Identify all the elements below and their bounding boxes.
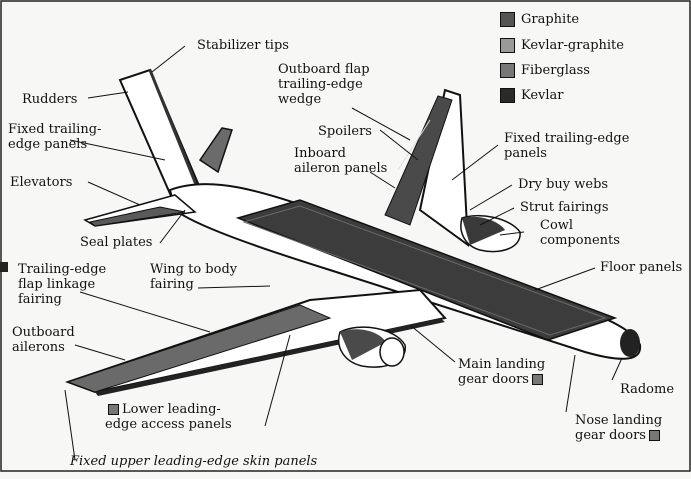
legend-graphite: Graphite	[500, 12, 579, 27]
label-fixed-te-panels-left: Fixed trailing- edge panels	[8, 122, 102, 152]
near-engine-inlet	[379, 337, 405, 367]
leader-rudders	[87, 91, 129, 99]
label-dry-bay-webs: Dry buy webs	[518, 177, 609, 192]
label-cowl-components: Cowl components	[540, 218, 620, 248]
leader-cowl-components	[499, 231, 525, 236]
leader-elevators	[87, 181, 141, 206]
leader-lower-le-access	[264, 334, 291, 427]
leader-dry-bay-webs	[469, 184, 513, 211]
label-lower-le-access-panels-text: Lower leading- edge access panels	[105, 402, 232, 432]
nose-gear-swatch-icon	[648, 430, 660, 441]
radome-shape	[620, 329, 640, 357]
lower-le-swatch-icon	[108, 404, 119, 415]
label-te-flap-linkage-fairing: Trailing-edge flap linkage fairing	[18, 262, 107, 307]
label-fixed-te-panels-right: Fixed trailing-edge panels	[504, 131, 630, 161]
floor-panels-inner	[242, 205, 607, 336]
label-fixed-upper-le-skin-panels: Fixed upper leading-edge skin panels	[70, 454, 318, 469]
label-nose-landing-gear-doors: Nose landing gear doors	[575, 413, 663, 443]
legend-label-graphite: Graphite	[521, 12, 580, 27]
far-engine-cowl	[462, 216, 505, 245]
near-wing-trailing-edge	[66, 304, 332, 393]
label-nose-landing-gear-doors-text: Nose landing gear doors	[575, 413, 663, 443]
label-floor-panels: Floor panels	[600, 260, 683, 275]
leader-wing-body-fairing	[197, 285, 271, 289]
label-seal-plates: Seal plates	[80, 235, 153, 250]
far-horizontal-stabilizer	[198, 127, 233, 174]
far-wing-panel-line	[397, 119, 431, 171]
label-elevators: Elevators	[10, 175, 73, 190]
label-wing-to-body-fairing: Wing to body fairing	[150, 262, 238, 292]
legend-label-fiberglass: Fiberglass	[521, 63, 590, 78]
label-strut-fairings: Strut fairings	[520, 200, 609, 215]
label-radome: Radome	[620, 382, 675, 397]
label-outboard-flap-wedge: Outboard flap trailing-edge wedge	[278, 62, 370, 107]
leader-strut-fairings	[479, 207, 515, 226]
leader-main-gear-doors	[409, 324, 456, 363]
leader-lines	[64, 45, 623, 461]
legend-kevlar: Kevlar	[500, 88, 564, 103]
leader-stabilizer-tips	[151, 45, 186, 73]
leader-nose-gear-doors	[565, 354, 576, 413]
floor-panels-block	[235, 199, 618, 341]
flap-linkage-marker	[0, 262, 8, 272]
label-spoilers: Spoilers	[318, 124, 372, 139]
legend-swatch-graphite	[500, 12, 515, 27]
label-main-landing-gear-doors-text: Main landing gear doors	[458, 357, 546, 387]
legend-label-kevlar: Kevlar	[521, 88, 564, 103]
label-inboard-aileron-panels: Inboard aileron panels	[294, 146, 388, 176]
label-stabilizer-tips: Stabilizer tips	[197, 38, 289, 53]
label-rudders: Rudders	[22, 92, 78, 107]
leader-floor-panels	[534, 267, 596, 291]
legend-swatch-kevlar-graphite	[500, 38, 515, 53]
legend-kevlar-graphite: Kevlar-graphite	[500, 38, 624, 53]
legend-label-kevlar-graphite: Kevlar-graphite	[521, 38, 624, 53]
elevator-shape	[88, 206, 186, 227]
leader-seal-plates	[159, 209, 186, 244]
label-main-landing-gear-doors: Main landing gear doors	[458, 357, 546, 387]
leader-spoilers	[379, 129, 419, 161]
legend-fiberglass: Fiberglass	[500, 63, 590, 78]
legend-swatch-fiberglass	[500, 63, 515, 78]
near-engine-cowl	[340, 329, 386, 360]
leader-outboard-ailerons	[74, 344, 126, 361]
label-lower-le-access-panels: Lower leading- edge access panels	[105, 402, 232, 432]
leader-fixed-te-right	[451, 144, 499, 181]
leader-inboard-aileron	[369, 171, 396, 189]
main-gear-swatch-icon	[531, 374, 543, 385]
leader-outboard-flap	[351, 107, 411, 141]
leader-fixed-upper-le-skin	[64, 389, 76, 461]
label-outboard-ailerons: Outboard ailerons	[12, 325, 75, 355]
leader-fixed-te-left	[69, 139, 166, 161]
legend-swatch-kevlar	[500, 88, 515, 103]
leader-te-flap-linkage	[79, 291, 211, 333]
leader-radome	[611, 357, 623, 381]
